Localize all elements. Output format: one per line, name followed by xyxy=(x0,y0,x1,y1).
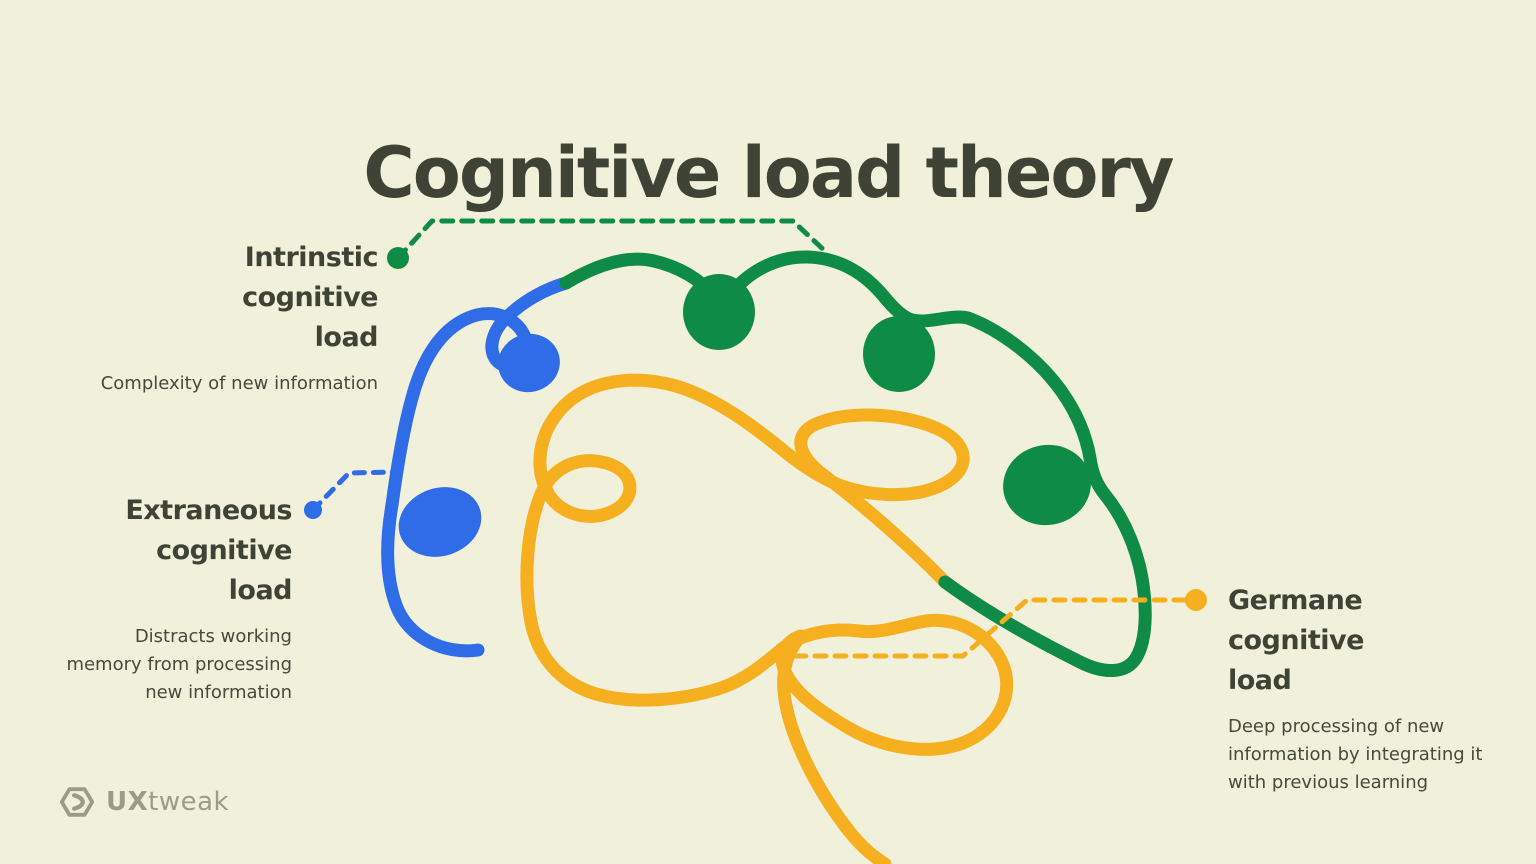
uxtweak-hexagon-icon xyxy=(59,787,95,817)
intrinsic-heading-line: Intrinstic xyxy=(244,242,379,273)
germane-callout-line xyxy=(792,597,1199,659)
extraneous-description-line: Distracts working xyxy=(134,626,292,647)
germane-description-line: Deep processing of new xyxy=(1228,716,1445,737)
germane-heading-line: Germane xyxy=(1228,585,1363,616)
logo-text-regular: tweak xyxy=(148,787,230,817)
green-neuron-blob-middle xyxy=(863,316,935,392)
intrinsic-callout-line xyxy=(395,218,829,261)
uxtweak-logo-text: UXtweak xyxy=(106,787,229,817)
page-title: Cognitive load theory xyxy=(363,131,1174,214)
callout-germane: Germane cognitive load Deep processing o… xyxy=(1228,581,1482,797)
blue-neuron-blob-upper xyxy=(498,333,560,393)
callout-intrinsic: Intrinstic cognitive load Complexity of … xyxy=(100,238,379,398)
extraneous-callout-dot xyxy=(304,501,322,519)
green-neuron-blob-left xyxy=(683,274,755,350)
green-neuron-blob-right xyxy=(1003,444,1091,526)
uxtweak-logo: UXtweak xyxy=(58,784,229,820)
brain-yellow-tangle-line xyxy=(520,373,1014,864)
intrinsic-description: Complexity of new information xyxy=(100,373,378,394)
extraneous-heading-line: Extraneous xyxy=(125,495,292,526)
logo-text-bold: UX xyxy=(106,787,149,817)
intrinsic-callout-dot xyxy=(387,247,409,269)
brain-blue-outline-segment xyxy=(381,276,573,658)
intrinsic-heading-line: cognitive xyxy=(242,282,378,313)
blue-neuron-blob-lower xyxy=(398,487,482,557)
extraneous-callout-line xyxy=(310,469,400,513)
extraneous-description-line: new information xyxy=(145,682,292,703)
germane-heading-line: load xyxy=(1228,665,1292,696)
extraneous-description-line: memory from processing xyxy=(66,654,292,675)
germane-heading-line: cognitive xyxy=(1228,625,1364,656)
extraneous-heading-line: load xyxy=(228,575,293,606)
extraneous-heading-line: cognitive xyxy=(156,535,292,566)
germane-description-line: with previous learning xyxy=(1228,772,1429,793)
germane-description-line: information by integrating it xyxy=(1228,744,1483,765)
germane-callout-dot xyxy=(1185,589,1207,611)
callout-extraneous: Extraneous cognitive load Distracts work… xyxy=(66,491,292,707)
intrinsic-heading-line: load xyxy=(314,322,379,353)
